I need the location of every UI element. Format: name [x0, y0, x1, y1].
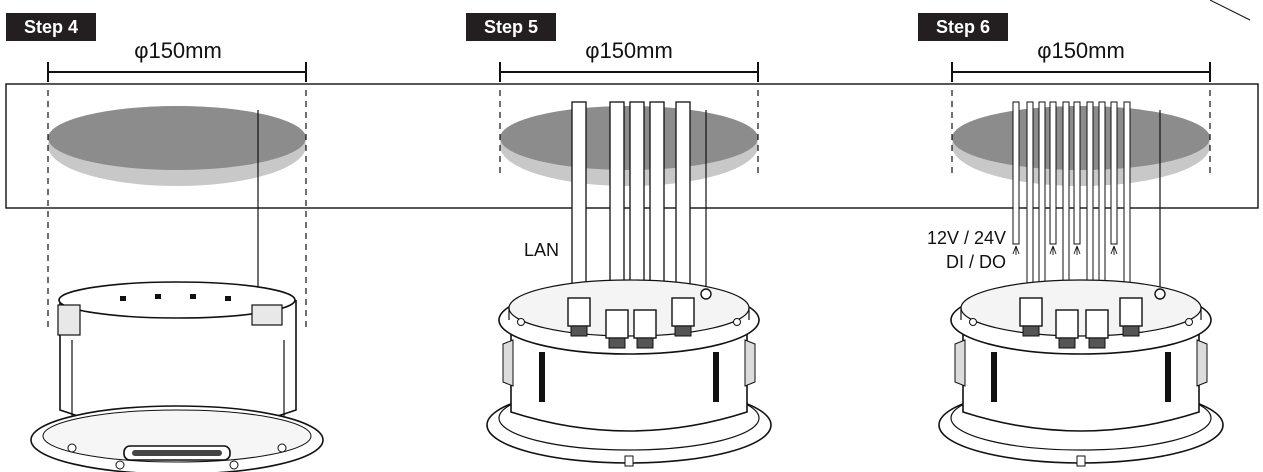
camera-device — [938, 279, 1224, 467]
step-label: Step 4 — [24, 17, 78, 37]
corner-line — [1209, 0, 1251, 21]
diameter-label: φ150mm — [585, 38, 673, 63]
ceiling-hole — [500, 106, 758, 186]
step-label: Step 5 — [484, 17, 538, 37]
cable-bundle — [571, 101, 707, 293]
step-6-group: Step 6 φ150mm 12V — [918, 13, 1224, 467]
step-4-group: Step 4 φ150mm — [6, 13, 324, 472]
diameter-label: φ150mm — [1037, 38, 1125, 63]
power-callout: 12V / 24V — [927, 228, 1006, 248]
ceiling-hole — [952, 106, 1210, 186]
step-label: Step 6 — [936, 17, 990, 37]
io-callout: DI / DO — [946, 252, 1006, 272]
ceiling-hole — [48, 106, 306, 186]
step-5-group: Step 5 φ150mm LAN — [466, 13, 772, 467]
lan-callout: LAN — [524, 240, 559, 260]
diameter-label: φ150mm — [134, 38, 222, 63]
step-label-box — [918, 13, 1008, 41]
camera-device — [30, 281, 324, 472]
camera-device — [486, 279, 772, 467]
step-label-box — [466, 13, 556, 41]
wire-bundle — [1012, 101, 1161, 293]
step-label-box — [6, 13, 96, 41]
